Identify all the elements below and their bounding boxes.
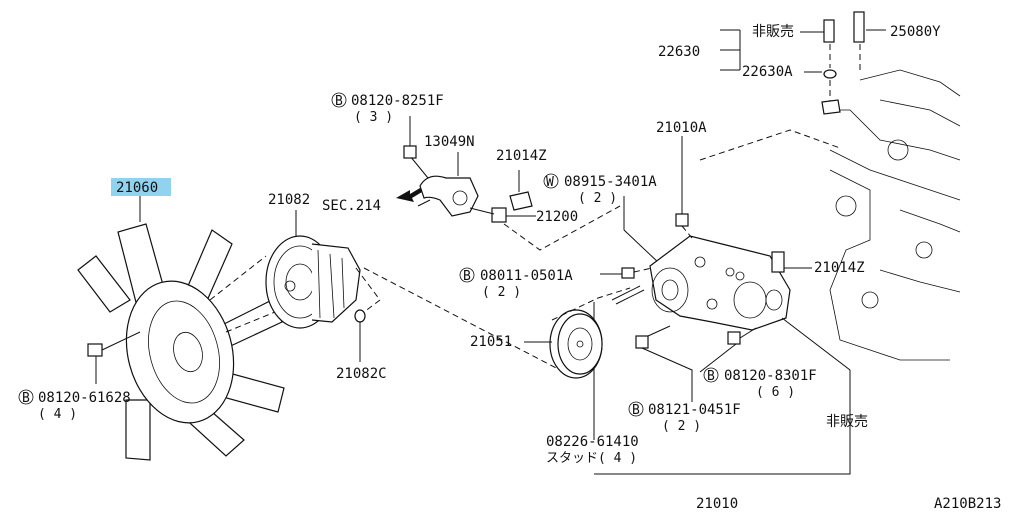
- fan-bolt[interactable]: [87, 331, 141, 384]
- temp-sensor-right[interactable]: [771, 251, 812, 273]
- washer-marker: W: [546, 175, 554, 190]
- label-pump-bolt[interactable]: 08011-0501A: [480, 268, 573, 284]
- label-pulley[interactable]: 21051: [470, 334, 512, 350]
- label-bolt-fan-qty: ( 4 ): [38, 407, 77, 422]
- bolt-marker-2: B: [335, 94, 343, 109]
- fan-clutch[interactable]: [265, 210, 361, 329]
- label-plug-group[interactable]: 22630: [658, 44, 700, 60]
- label-bolt-top-qty: ( 3 ): [354, 110, 393, 125]
- pump-bolt-mid[interactable]: [699, 327, 757, 373]
- arrow-sec-214: [396, 188, 422, 202]
- label-plug-a[interactable]: 22630A: [742, 64, 793, 80]
- pump-pulley[interactable]: [524, 287, 631, 379]
- label-bolt-top[interactable]: 08120-8251F: [351, 93, 444, 109]
- bolt-marker: B: [22, 391, 30, 406]
- label-head[interactable]: 21010A: [656, 120, 707, 136]
- label-bolt-low-qty: ( 2 ): [662, 419, 701, 434]
- label-washer-qty: ( 2 ): [578, 191, 617, 206]
- label-fan-clutch[interactable]: 21082: [268, 192, 310, 208]
- label-sensor-top-2[interactable]: 21200: [536, 209, 578, 225]
- label-bolt-low[interactable]: 08121-0451F: [648, 402, 741, 418]
- label-stud[interactable]: 08226-61410: [546, 434, 639, 450]
- label-pump[interactable]: 21010: [696, 496, 738, 512]
- label-plug-not-for-sale: 非販売: [752, 24, 794, 40]
- label-washer[interactable]: 08915-3401A: [564, 174, 657, 190]
- water-outlet[interactable]: [409, 152, 479, 217]
- outlet-bolt[interactable]: [403, 116, 417, 159]
- label-bolt-fan[interactable]: 08120-61628: [38, 390, 131, 406]
- label-bolt-mid[interactable]: 08120-8301F: [724, 368, 817, 384]
- diagram-ref-code: A210B213: [934, 496, 1001, 512]
- cooling-fan[interactable]: [77, 196, 285, 461]
- pump-bolt-low[interactable]: [635, 325, 693, 402]
- bolt-marker-3: B: [463, 269, 471, 284]
- pump-bolt-left[interactable]: [600, 267, 653, 279]
- label-fan[interactable]: 21060: [116, 180, 158, 196]
- label-sec[interactable]: SEC.214: [322, 198, 381, 214]
- engine-block: [699, 69, 961, 361]
- label-outlet[interactable]: 13049N: [424, 134, 475, 150]
- temp-sensor-top[interactable]: [469, 170, 536, 223]
- label-pump-bolt-qty: ( 2 ): [482, 285, 521, 300]
- label-bolt-mid-qty: ( 6 ): [756, 385, 795, 400]
- label-sensor-top[interactable]: 21014Z: [496, 148, 547, 164]
- water-pump[interactable]: [649, 235, 791, 331]
- bolt-marker-5: B: [632, 403, 640, 418]
- label-stud-qty: スタッド( 4 ): [546, 451, 637, 466]
- bolt-marker-4: B: [707, 369, 715, 384]
- label-sensor-right[interactable]: 21014Z: [814, 260, 865, 276]
- pump-bolt-top[interactable]: [675, 136, 693, 239]
- label-not-for-sale: 非販売: [826, 414, 868, 430]
- label-fan-clutch-c[interactable]: 21082C: [336, 366, 387, 382]
- label-plug-y[interactable]: 25080Y: [890, 24, 941, 40]
- spark-plug-group[interactable]: [720, 11, 886, 115]
- fan-label-highlight: [111, 178, 171, 196]
- fan-clutch-nut[interactable]: [354, 267, 381, 362]
